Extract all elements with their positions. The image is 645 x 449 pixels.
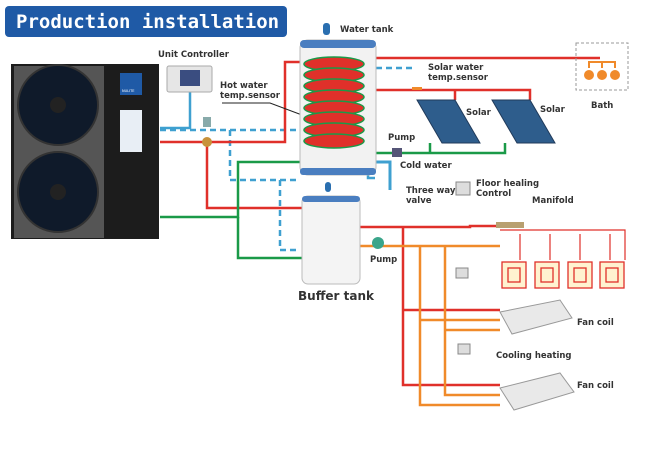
- water-tank: Water tank: [299, 23, 394, 176]
- solar-panel: [416, 99, 481, 144]
- bath: Bath: [575, 42, 629, 111]
- solar-label-2: Solar: [540, 105, 566, 115]
- energy-label: [120, 110, 142, 152]
- pump-icon: [392, 148, 402, 157]
- title-banner: Production installation: [5, 6, 287, 37]
- pipes: [160, 56, 626, 407]
- solar-label-1: Solar: [466, 108, 492, 118]
- three-way-valve-icon: [203, 117, 211, 127]
- cold-water-label: Cold water: [400, 161, 452, 171]
- fan-coil-controller: [457, 343, 471, 355]
- hot-water-sensor-label-2: temp.sensor: [220, 91, 281, 101]
- fan-coil-unit: [499, 299, 573, 335]
- floor-control-label: Floor healing: [476, 179, 539, 189]
- water-tank-label: Water tank: [340, 25, 394, 35]
- cooling-heating-label: Cooling heating: [496, 351, 572, 361]
- floor-heating-controller: [455, 181, 471, 196]
- buffer-pump-label: Pump: [370, 255, 397, 265]
- solar-sensor-label: Solar water: [428, 63, 484, 73]
- hot-water-sensor-label: Hot water: [220, 81, 268, 91]
- fan-coil-label-2: Fan coil: [577, 381, 614, 391]
- solar-pump-label: Pump: [388, 133, 415, 143]
- fan-coil-controller: [455, 267, 469, 279]
- heat-pump-unit: NULITE: [11, 64, 159, 239]
- floor-control-label-2: Control: [476, 189, 511, 199]
- unit-controller: Unit Controller: [158, 50, 230, 93]
- unit-controller-label: Unit Controller: [158, 50, 230, 60]
- page-title: Production installation: [16, 11, 279, 33]
- solar-panel: [491, 99, 556, 144]
- manifold-label: Manifold: [532, 196, 574, 206]
- bath-label: Bath: [591, 101, 613, 111]
- fan-coil-unit: [499, 372, 575, 411]
- three-way-valve-label-2: valve: [406, 196, 432, 206]
- valve-icon: [202, 137, 212, 147]
- fan-coil-label-1: Fan coil: [577, 318, 614, 328]
- floor-heating-coils: [501, 261, 625, 289]
- solar-sensor-label-2: temp.sensor: [428, 73, 489, 83]
- manifold: [496, 222, 524, 228]
- buffer-tank: Buffer tank: [298, 182, 375, 303]
- brand-text: NULITE: [122, 89, 135, 93]
- brand-logo: [120, 73, 142, 95]
- three-way-valve-label: Three way: [406, 186, 456, 196]
- pump-icon: [372, 237, 384, 249]
- buffer-tank-label: Buffer tank: [298, 289, 375, 303]
